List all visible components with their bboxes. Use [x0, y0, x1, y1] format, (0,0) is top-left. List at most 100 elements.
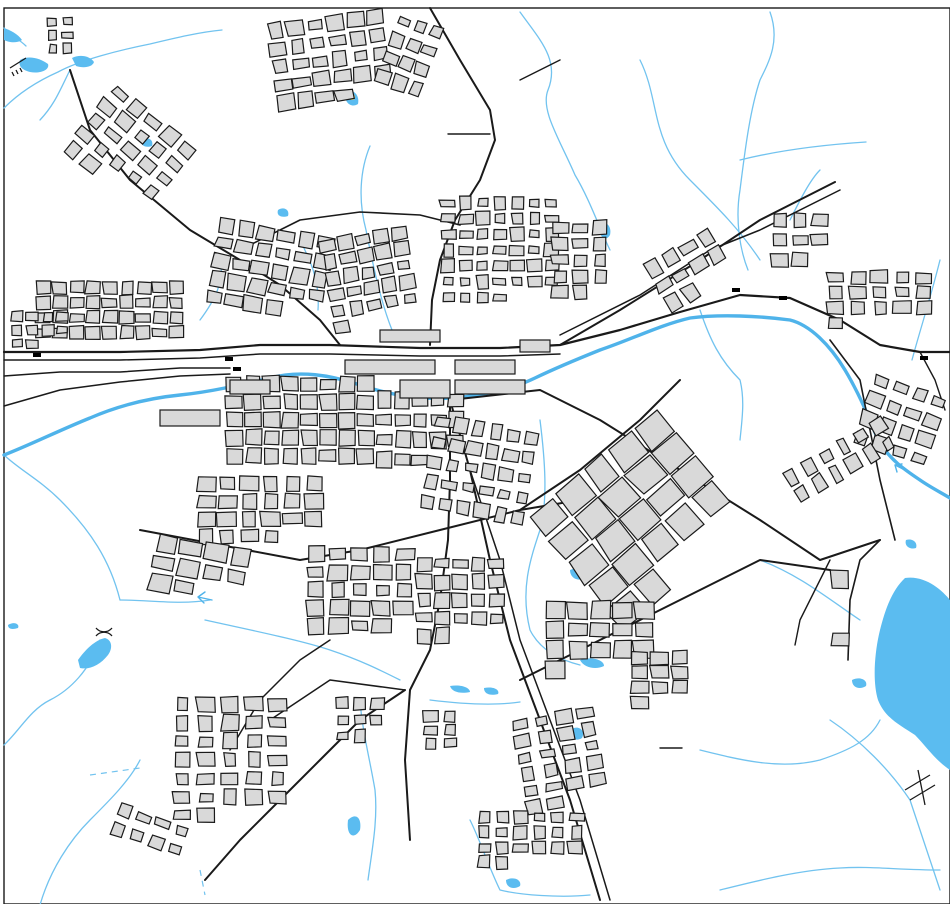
city-block — [352, 64, 372, 84]
city-block — [470, 611, 488, 626]
city-block — [869, 269, 889, 284]
road-west-south-2 — [3, 373, 231, 407]
city-block — [227, 568, 246, 586]
city-block — [373, 67, 394, 87]
city-block — [331, 49, 348, 69]
stream-south-2 — [359, 699, 377, 881]
city-block — [825, 271, 845, 283]
city-block — [649, 651, 670, 666]
city-block — [392, 600, 414, 616]
city-block — [198, 792, 214, 803]
city-block — [266, 20, 284, 40]
city-block — [283, 492, 301, 509]
city-block — [307, 580, 324, 598]
city-block — [68, 324, 85, 340]
city-block — [590, 599, 612, 620]
city-block — [493, 505, 508, 524]
city-block — [311, 69, 332, 87]
city-block — [25, 324, 39, 336]
city-block — [588, 621, 611, 638]
city-block — [516, 491, 529, 505]
stream-south-3 — [429, 699, 521, 705]
city-block — [671, 679, 689, 694]
city-block — [136, 154, 159, 176]
stream-south-5 — [719, 866, 941, 891]
city-block — [328, 547, 347, 561]
city-block — [648, 664, 670, 679]
dashed-paths — [89, 767, 206, 896]
city-block — [176, 696, 189, 712]
city-block — [687, 252, 711, 276]
city-block — [318, 448, 337, 463]
city-block — [568, 640, 588, 660]
city-block — [645, 477, 686, 517]
city-block — [588, 566, 629, 608]
city-block — [510, 276, 523, 287]
city-block — [655, 275, 674, 295]
city-block — [873, 373, 890, 390]
city-block — [369, 697, 386, 711]
city-block — [629, 695, 650, 710]
city-block — [24, 339, 39, 350]
city-block — [420, 493, 435, 511]
city-block — [495, 827, 508, 838]
city-block — [545, 600, 567, 620]
city-block — [549, 254, 570, 265]
city-block — [210, 251, 232, 272]
city-block — [370, 599, 391, 617]
city-block — [318, 412, 338, 429]
city-block — [246, 734, 263, 749]
road-north-east — [519, 59, 561, 81]
city-block — [134, 325, 151, 341]
city-block — [151, 327, 168, 338]
city-block — [456, 499, 471, 517]
city-block — [410, 454, 428, 467]
city-block — [259, 510, 282, 528]
city-block — [350, 547, 368, 562]
city-block — [279, 375, 299, 392]
city-block — [223, 752, 237, 768]
city-block — [485, 442, 500, 461]
block-district — [335, 696, 386, 744]
city-block — [493, 228, 508, 241]
city-block — [283, 393, 299, 411]
city-block — [443, 710, 456, 723]
city-block — [306, 617, 325, 636]
city-block — [110, 85, 130, 104]
city-block — [493, 196, 507, 211]
city-block — [194, 696, 216, 713]
city-block — [829, 569, 850, 590]
city-block — [861, 442, 882, 465]
city-block — [288, 286, 306, 300]
city-block — [607, 430, 650, 474]
city-block — [69, 296, 85, 309]
city-block — [552, 221, 570, 235]
city-block — [417, 592, 432, 608]
city-block — [280, 411, 300, 429]
city-block — [478, 843, 492, 854]
city-block — [86, 112, 106, 131]
city-block — [266, 281, 288, 297]
city-block — [263, 447, 279, 465]
city-block — [474, 210, 491, 226]
city-block — [500, 448, 521, 464]
city-block — [219, 713, 240, 732]
city-block — [489, 613, 504, 625]
city-block — [592, 236, 607, 252]
city-block — [238, 219, 256, 239]
city-block — [348, 30, 367, 47]
city-block — [11, 324, 23, 337]
city-block — [413, 60, 431, 79]
city-block — [63, 139, 84, 161]
city-block — [215, 511, 238, 528]
city-block — [387, 30, 406, 50]
map-symbols — [9, 57, 936, 806]
city-block — [491, 245, 507, 255]
city-block — [271, 771, 284, 787]
city-block — [168, 324, 185, 339]
road-east-ring — [847, 539, 881, 661]
city-block — [390, 72, 410, 94]
city-block — [520, 765, 536, 783]
city-block — [254, 224, 276, 243]
city-block — [314, 90, 336, 104]
